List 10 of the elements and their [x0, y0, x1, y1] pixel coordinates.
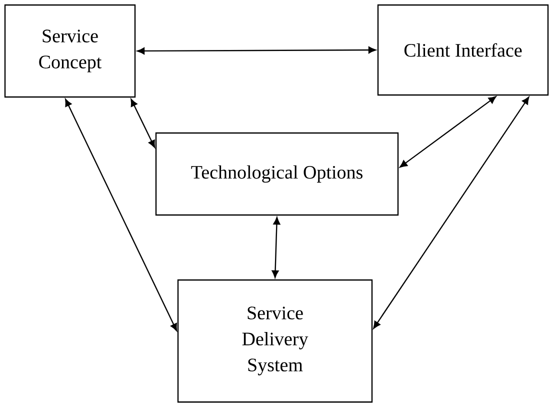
arrow [272, 217, 280, 278]
process-box: Technological Options [155, 132, 399, 216]
arrow [65, 98, 178, 332]
process-box: Client Interface [377, 4, 549, 96]
arrow [373, 96, 530, 329]
process-box: Service Delivery System [177, 279, 373, 403]
arrow [137, 46, 376, 54]
process-box: Service Concept [4, 4, 136, 98]
arrow [400, 96, 496, 168]
arrow [130, 98, 156, 148]
